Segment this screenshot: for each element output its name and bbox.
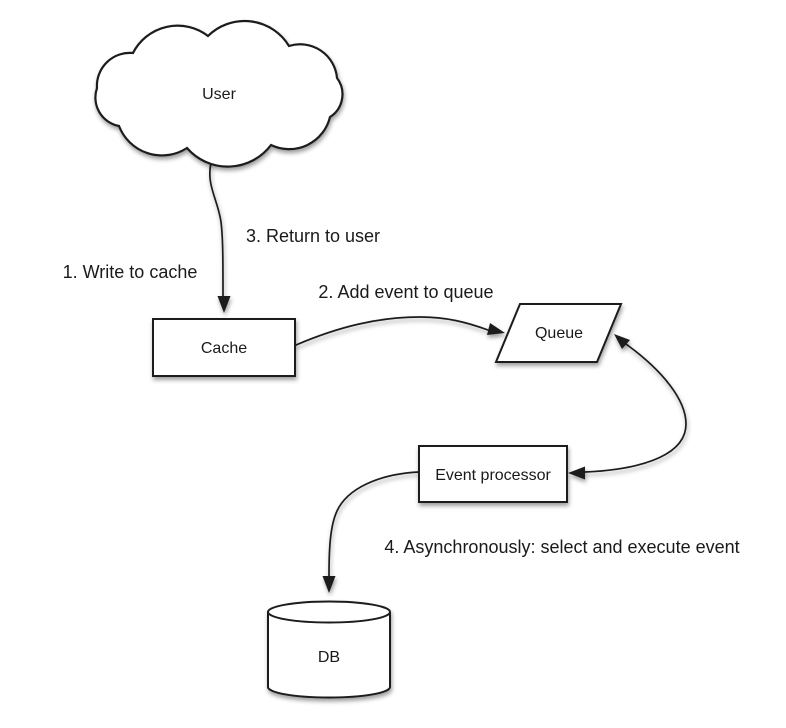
arrowhead-into-queue-left [487, 323, 505, 335]
step3-label: 3. Return to user [246, 226, 380, 246]
edge-queue-to-event-processor [584, 343, 687, 473]
arrowhead-into-event-processor [568, 466, 585, 480]
edge-cache-to-queue [295, 316, 489, 346]
db-label: DB [318, 649, 340, 666]
user-label: User [202, 86, 236, 103]
arrowhead-into-cache [217, 296, 231, 313]
edge-user-to-cache [209, 162, 224, 297]
event-processor-box [418, 445, 568, 503]
arrowhead-into-db [322, 576, 336, 593]
db-cylinder-top [267, 600, 391, 624]
arrowhead-into-queue-right [614, 334, 630, 349]
labels-layer: User Cache Queue Event processor DB 1. W… [63, 86, 740, 666]
queue-parallelogram [494, 303, 623, 363]
db-cylinder [267, 600, 391, 699]
user-cloud [94, 19, 344, 168]
shapes-layer [94, 19, 623, 699]
edge-event-processor-to-db [328, 471, 420, 577]
step2-label: 2. Add event to queue [318, 282, 493, 302]
queue-label: Queue [535, 325, 583, 342]
step4-label: 4. Asynchronously: select and execute ev… [384, 537, 739, 557]
cache-label: Cache [201, 340, 247, 357]
edges-layer [209, 162, 687, 577]
event-processor-label: Event processor [435, 467, 551, 484]
step1-label: 1. Write to cache [63, 262, 198, 282]
db-cylinder-body [267, 612, 391, 699]
cache-box [152, 318, 296, 377]
arrowheads-layer [217, 296, 630, 593]
